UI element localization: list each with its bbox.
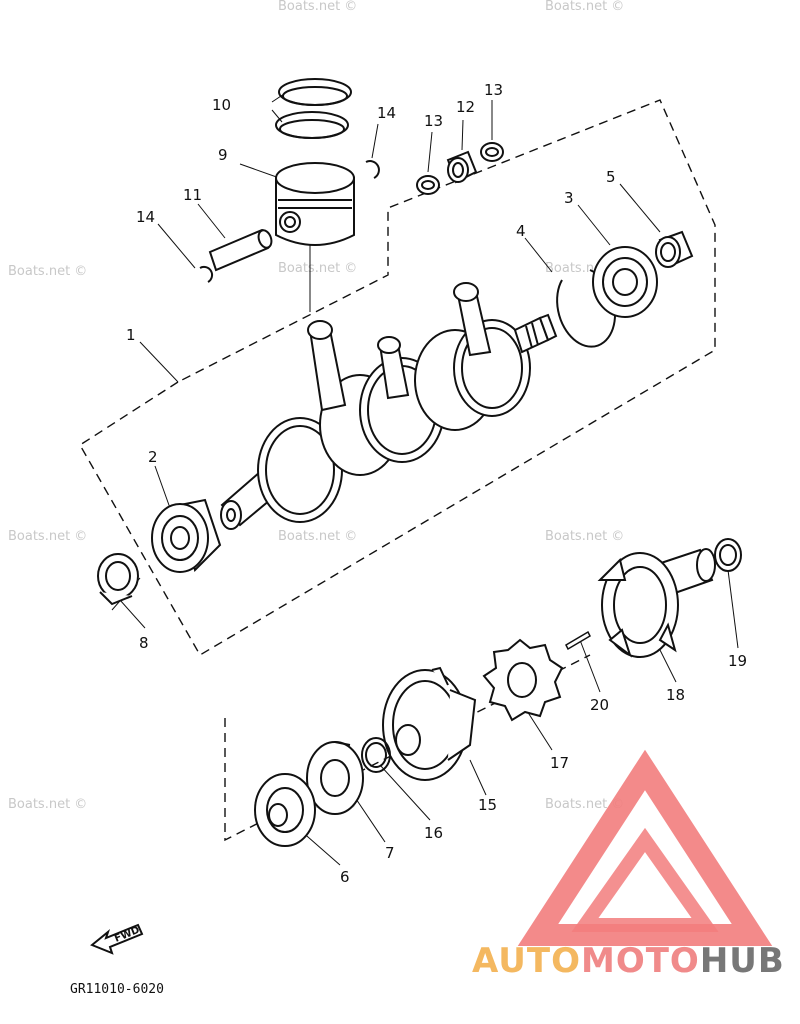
dowel-pin	[565, 630, 591, 651]
logo-triangle-icon	[517, 749, 773, 946]
watermark-text: Boats.net ©	[8, 797, 87, 812]
callout-17: 17	[550, 754, 569, 772]
callout-15: 15	[478, 796, 497, 814]
callout-2: 2	[148, 448, 158, 466]
watermark-text: Boats.net ©	[278, 0, 357, 14]
rubber-damper	[482, 638, 564, 722]
callout-19: 19	[728, 652, 747, 670]
callout-numbers: 10 9 14 13 12 13 11 14 3 5 4 1 2 8 19 18…	[126, 81, 747, 886]
thrust-washer-left	[416, 175, 440, 195]
callout-12: 12	[456, 98, 475, 116]
thrust-washer-right	[480, 142, 504, 162]
crank-seal-rear	[254, 773, 316, 847]
circlip-left	[199, 265, 214, 283]
callout-13-left: 13	[424, 112, 443, 130]
logo-hub: HUB	[700, 941, 785, 981]
watermark-text: Boats.net ©	[545, 797, 624, 812]
callout-14-left: 14	[136, 208, 155, 226]
piston-pin	[208, 228, 273, 272]
watermark-text: Boats.net ©	[278, 261, 357, 276]
crank-bearing-rear	[592, 246, 658, 318]
watermark-text: Boats.net ©	[8, 529, 87, 544]
logo-auto: AUTO	[472, 941, 581, 981]
bearing-collar	[655, 230, 694, 268]
callout-4: 4	[516, 222, 526, 240]
callout-5: 5	[606, 168, 616, 186]
leader-lines	[111, 89, 739, 866]
watermark-text: Boats.net ©	[278, 529, 357, 544]
callout-11: 11	[183, 186, 202, 204]
circlip-right	[365, 160, 380, 179]
coupling-o-ring	[714, 538, 742, 572]
callout-14-right: 14	[377, 104, 396, 122]
needle-bearing	[446, 150, 478, 184]
piston-rings	[275, 78, 352, 139]
callout-8: 8	[139, 634, 149, 652]
logo-wordmark: AUTOMOTOHUB	[472, 941, 785, 981]
crank-bearing-front	[151, 498, 222, 573]
spacer-plate	[306, 741, 364, 815]
watermark-text: Boats.net ©	[8, 264, 87, 279]
part-code-label: GR11010-6020	[70, 982, 164, 997]
crankshaft-group-outline	[79, 99, 716, 656]
callout-3: 3	[564, 189, 574, 207]
callout-7: 7	[385, 844, 395, 862]
callout-9: 9	[218, 146, 228, 164]
watermark-text: Boats.net ©	[545, 0, 624, 14]
automotohub-logo: AUTOMOTOHUB	[472, 749, 785, 981]
fwd-label: FWD	[113, 925, 141, 945]
callout-18: 18	[666, 686, 685, 704]
watermark-text: Boats.net ©	[545, 529, 624, 544]
callout-13-right: 13	[484, 81, 503, 99]
piston	[275, 162, 355, 246]
coupling-hub	[382, 666, 477, 781]
crankshaft	[220, 282, 558, 530]
hub-o-ring	[361, 737, 391, 773]
callout-10: 10	[212, 96, 231, 114]
fwd-arrow-icon: FWD	[90, 923, 144, 955]
callout-20: 20	[590, 696, 609, 714]
callout-6: 6	[340, 868, 350, 886]
logo-inner-triangle-icon	[571, 827, 719, 932]
callout-1: 1	[126, 326, 136, 344]
drive-coupling	[597, 548, 716, 658]
oil-seal	[97, 553, 139, 606]
callout-16: 16	[424, 824, 443, 842]
logo-moto: MOTO	[581, 941, 700, 981]
